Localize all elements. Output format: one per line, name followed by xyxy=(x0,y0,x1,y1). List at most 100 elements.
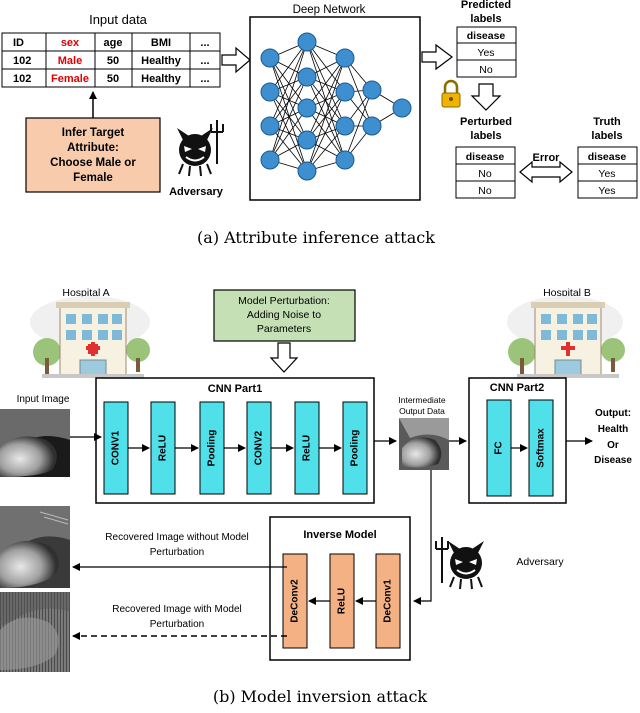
input-xray-image xyxy=(0,409,70,477)
network-connection xyxy=(269,57,308,141)
truth-title-1: Truth xyxy=(593,116,621,128)
cnn-part1-title: CNN Part1 xyxy=(208,383,262,395)
network-connection xyxy=(344,89,373,161)
deep-network-box xyxy=(249,16,421,201)
neuron xyxy=(335,82,355,102)
hollow-arrow-down xyxy=(269,342,299,373)
layer-label: ReLU xyxy=(158,435,169,461)
neuron xyxy=(260,116,280,136)
output-label-2: Health xyxy=(598,424,629,435)
layer-label: DeConv1 xyxy=(383,579,394,623)
hospital-b-label: Hospital B xyxy=(543,287,591,299)
network-connection xyxy=(306,76,346,161)
perturbed-row: No xyxy=(478,168,492,180)
input-image-label: Input Image xyxy=(17,394,70,405)
layer-label: FC xyxy=(494,441,505,454)
network-connection xyxy=(269,76,308,161)
perturbation-line-2: Adding Noise to xyxy=(247,309,321,321)
recovered-with-line-1: Recovered Image with Model xyxy=(112,604,242,615)
output-label-3: Or xyxy=(607,440,619,451)
hollow-arrow-down xyxy=(470,83,502,111)
network-connection xyxy=(306,57,346,141)
predicted-header: disease xyxy=(467,30,506,42)
layer-label: ReLU xyxy=(302,435,313,461)
layer-label: DeConv2 xyxy=(290,579,301,623)
predicted-title-1: Predicted xyxy=(461,0,511,11)
adversary-devil-icon xyxy=(435,537,484,590)
inverse-model-title: Inverse Model xyxy=(303,529,376,541)
predicted-row: No xyxy=(479,64,493,76)
truth-title-2: labels xyxy=(591,130,622,142)
perturbed-row: No xyxy=(478,185,492,197)
network-connection xyxy=(269,107,308,161)
layer-block xyxy=(199,401,225,495)
table-header-bmi: BMI xyxy=(151,37,171,49)
table-cell: Male xyxy=(58,55,82,67)
layer-label: ReLU xyxy=(337,588,348,614)
hospital-b-icon xyxy=(507,296,625,378)
deep-network-title: Deep Network xyxy=(293,4,366,16)
caption-a: (a) Attribute inference attack xyxy=(197,228,435,247)
network-connection xyxy=(306,91,346,141)
input-data-table: ID sex age BMI ... 102 Male 50 Healthy .… xyxy=(1,32,221,88)
predicted-title-2: labels xyxy=(470,13,501,25)
perturbation-line-3: Parameters xyxy=(257,323,311,335)
input-data-title: Input data xyxy=(89,12,148,27)
network-connection xyxy=(306,41,346,127)
table-header-age: age xyxy=(104,37,123,49)
table-cell: Healthy xyxy=(141,73,182,85)
lock-icon xyxy=(441,79,461,108)
layer-block xyxy=(528,399,554,497)
adversary-label-a: Adversary xyxy=(169,186,224,198)
network-connection xyxy=(269,57,308,172)
layer-label: Softmax xyxy=(536,428,547,468)
adversary-devil-icon xyxy=(177,120,224,177)
layer-block xyxy=(150,401,176,495)
neuron xyxy=(362,80,382,100)
infer-box-line-2: Attribute: xyxy=(67,142,119,154)
truth-header: disease xyxy=(588,151,627,163)
intermediate-output-image xyxy=(399,418,449,470)
neural-network xyxy=(260,32,412,181)
output-label-4: Disease xyxy=(594,455,632,466)
perturbation-line-1: Model Perturbation: xyxy=(238,295,330,307)
neuron xyxy=(392,98,412,118)
hospital-a-icon xyxy=(30,296,150,378)
truth-labels-table: disease Yes Yes xyxy=(577,146,638,199)
table-cell: Healthy xyxy=(141,55,182,67)
table-cell: Female xyxy=(51,73,89,85)
network-connection xyxy=(344,57,373,127)
truth-row: Yes xyxy=(598,168,615,180)
output-label-1: Output: xyxy=(595,408,631,419)
adversary-label-b: Adversary xyxy=(516,556,564,568)
neuron xyxy=(297,32,317,52)
network-connection xyxy=(269,41,308,161)
caption-b: (b) Model inversion attack xyxy=(213,687,428,706)
infer-box-line-3: Choose Male or xyxy=(50,157,136,169)
layer-block xyxy=(246,401,272,495)
truth-row: Yes xyxy=(598,185,615,197)
recovered-image-with-perturbation xyxy=(0,592,70,672)
neuron xyxy=(335,150,355,170)
neuron xyxy=(260,150,280,170)
network-connection xyxy=(306,76,346,127)
perturbed-title-1: Perturbed xyxy=(460,116,512,128)
predicted-row: Yes xyxy=(477,47,494,59)
network-connection xyxy=(306,57,346,109)
network-connection xyxy=(269,41,308,93)
recovered-without-line-2: Perturbation xyxy=(150,547,204,558)
inverse-model-layers: DeConv2 ReLU DeConv1 xyxy=(282,553,401,649)
attribute-inference-section: Input data ID sex age BMI ... 102 Male 5… xyxy=(1,0,638,247)
table-cell: 50 xyxy=(107,55,119,67)
model-inversion-section: Hospital A Hospital B xyxy=(0,287,632,706)
neuron xyxy=(297,161,317,181)
intermediate-label-1: Intermediate xyxy=(398,395,446,405)
network-connection xyxy=(269,125,308,172)
table-header-more: ... xyxy=(200,37,209,49)
network-connection xyxy=(306,41,346,93)
predicted-labels-table: disease Yes No xyxy=(456,26,517,78)
hollow-arrow-right xyxy=(221,46,251,74)
neuron xyxy=(335,116,355,136)
neuron xyxy=(297,98,317,118)
